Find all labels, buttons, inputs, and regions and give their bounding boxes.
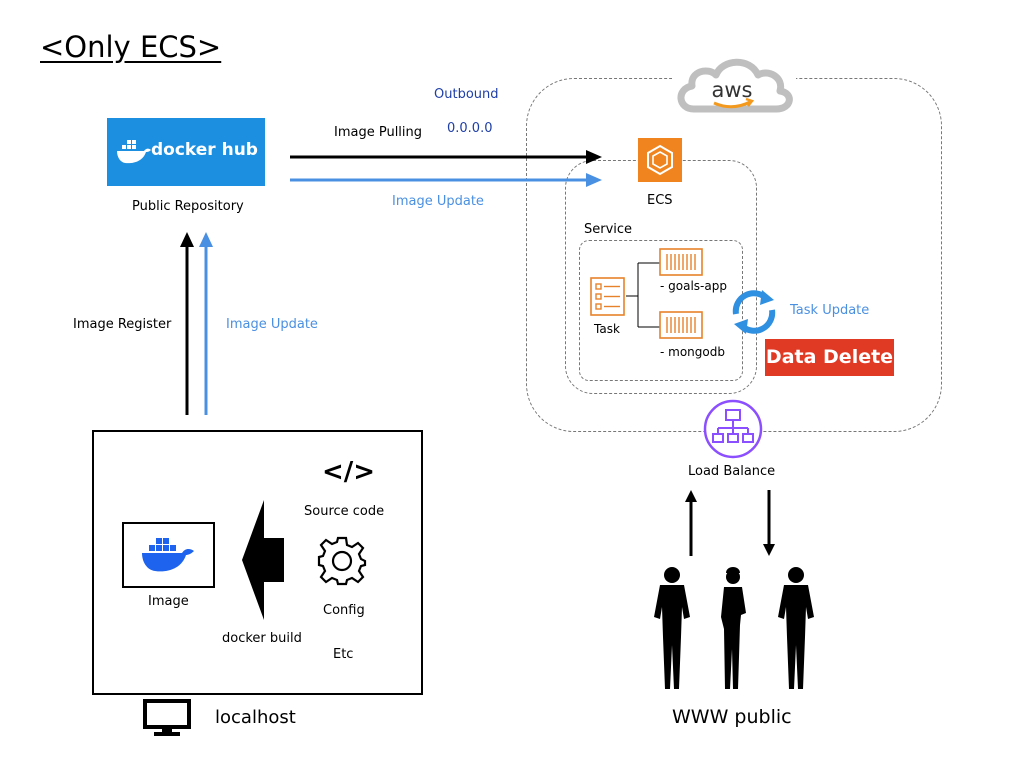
docker-whale-icon	[117, 140, 151, 164]
www-public-label: WWW public	[672, 706, 792, 728]
localhost-label: localhost	[215, 707, 296, 728]
refresh-icon	[732, 290, 776, 334]
docker-image-frame[interactable]	[122, 522, 215, 588]
public-traffic-arrows	[685, 490, 775, 556]
image-register-arrow	[180, 232, 213, 415]
people-silhouettes-icon	[654, 567, 814, 689]
monitor-icon	[143, 699, 191, 736]
task-label: Task	[594, 322, 620, 336]
image-register-label: Image Register	[73, 317, 172, 332]
image-label: Image	[148, 594, 189, 609]
public-repository-label: Public Repository	[132, 199, 244, 214]
container-label-mongodb: - mongodb	[660, 345, 725, 359]
image-pulling-label: Image Pulling	[334, 125, 423, 140]
source-code-label: Source code	[304, 504, 385, 519]
image-update-side-label: Image Update	[226, 317, 318, 332]
docker-whale-icon	[142, 538, 194, 572]
outbound-ip-label: 0.0.0.0	[447, 121, 493, 136]
image-update-top-label: Image Update	[392, 194, 484, 209]
ecs-icon[interactable]	[638, 138, 682, 182]
code-icon: </>	[322, 457, 376, 487]
task-update-label: Task Update	[790, 303, 870, 318]
container-icon-goals-app[interactable]	[659, 248, 703, 276]
aws-logo-text: aws	[712, 78, 753, 102]
gear-icon	[317, 536, 367, 586]
docker-build-label: docker build	[222, 631, 302, 646]
dockerhub-logo-text: docker hub	[151, 140, 258, 160]
ecs-label: ECS	[647, 193, 673, 208]
ecs-service-boundary	[579, 240, 743, 381]
config-label: Config	[323, 603, 365, 618]
load-balancer-icon[interactable]	[702, 398, 764, 460]
etc-label: Etc	[333, 647, 354, 662]
image-pulling-arrow	[290, 150, 602, 187]
outbound-label: Outbound	[434, 87, 499, 102]
task-container-connector	[626, 262, 660, 328]
container-icon-mongodb[interactable]	[659, 311, 703, 339]
docker-build-arrow	[242, 500, 284, 620]
aws-cloud-logo: aws	[672, 45, 796, 121]
service-label: Service	[584, 222, 633, 237]
dockerhub-logo[interactable]: docker hub	[107, 118, 265, 186]
data-delete-badge: Data Delete	[765, 339, 894, 376]
container-label-goals-app: - goals-app	[660, 279, 727, 293]
load-balance-label: Load Balance	[688, 464, 776, 479]
page-title: <Only ECS>	[40, 30, 222, 64]
localhost-frame	[92, 430, 423, 695]
task-definition-icon[interactable]	[590, 277, 626, 317]
